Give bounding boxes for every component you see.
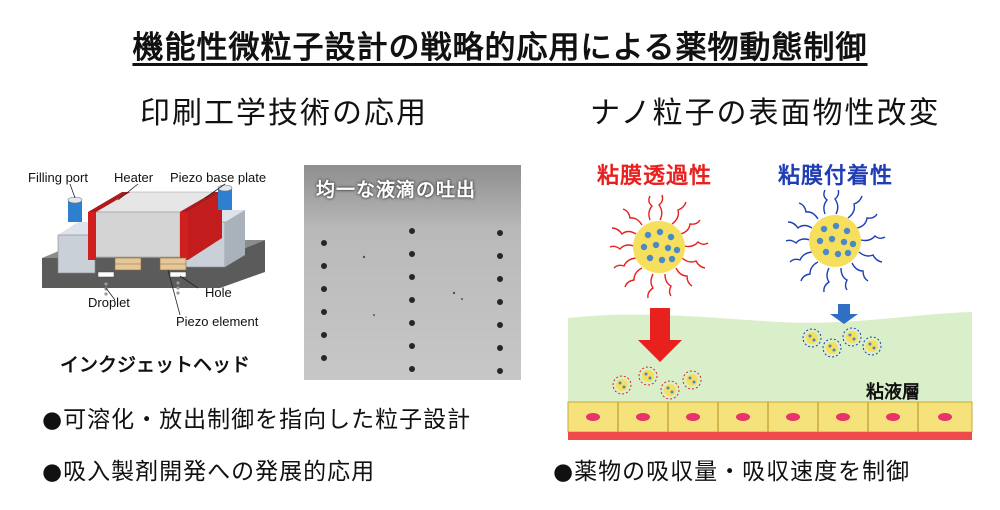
- permeation-arrow: [638, 308, 682, 362]
- inkjet-head-diagram: [42, 183, 265, 316]
- inkjet-section-heading: 印刷工学技術の応用: [140, 96, 428, 131]
- adhered-particles: [802, 327, 882, 358]
- piezo-element-label: Piezo element: [176, 314, 259, 329]
- droplet-column-right: [497, 230, 503, 374]
- droplet-column-left: [321, 240, 327, 361]
- droplet-ejection-photo: [304, 165, 521, 380]
- adhesion-arrow: [830, 304, 858, 324]
- droplet-column-middle: [409, 228, 415, 372]
- mucus-diagram: [567, 190, 973, 440]
- hole: [97, 271, 115, 278]
- bullet-inhalation: ●吸入製剤開発への発展的応用: [42, 459, 376, 485]
- hole-label: Hole: [205, 285, 232, 300]
- permeated-particles: [612, 366, 702, 400]
- mucus-adhesion-label: 粘膜付着性: [778, 164, 894, 189]
- nanoparticle-section-heading: ナノ粒子の表面物性改変: [590, 96, 941, 131]
- epithelial-cells: [567, 401, 973, 440]
- droplet-dots: [104, 281, 180, 296]
- heater-left: [88, 212, 96, 260]
- piezo-base-plate-label: Piezo base plate: [170, 170, 267, 185]
- page-title: 機能性微粒子設計の戦略的応用による薬物動態制御: [132, 30, 868, 66]
- mucus-permeation-label: 粘膜透過性: [597, 164, 713, 189]
- mucus-layer-label: 粘液層: [866, 382, 920, 403]
- bullet-particle-design: ●可溶化・放出制御を指向した粒子設計: [42, 407, 472, 433]
- photo-caption: 均一な液滴の吐出: [316, 179, 477, 201]
- heater-right: [180, 212, 188, 260]
- bullet-absorption-control: ●薬物の吸収量・吸収速度を制御: [553, 459, 911, 485]
- filling-port-label: Filling port: [28, 170, 88, 185]
- adhering-nanoparticle: [785, 190, 886, 293]
- filling-port-right: [218, 188, 232, 210]
- heater-label: Heater: [114, 170, 154, 185]
- permeating-nanoparticle: [609, 194, 709, 299]
- droplet-label: Droplet: [88, 295, 130, 310]
- inkjet-head-caption: インクジェットヘッド: [60, 354, 251, 376]
- filling-port-left: [68, 200, 82, 222]
